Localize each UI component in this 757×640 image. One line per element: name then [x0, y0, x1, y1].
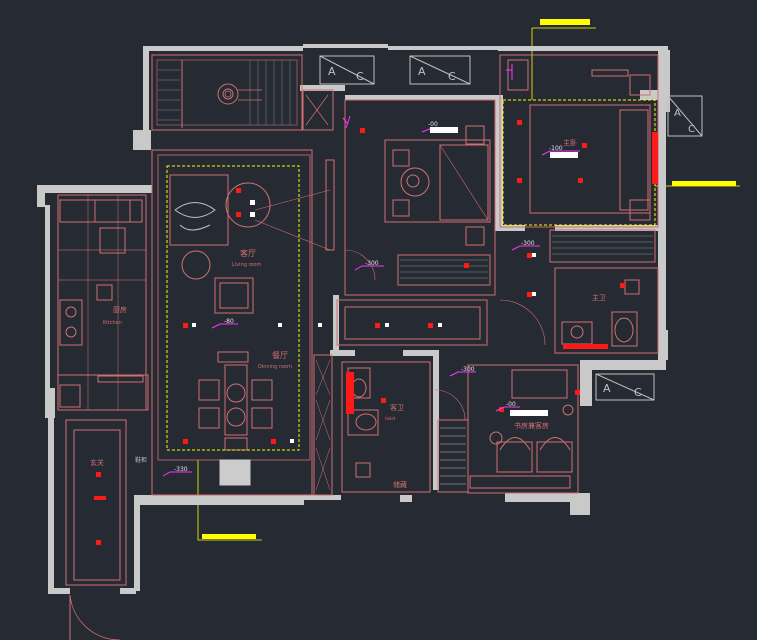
guest-bath-label-en: toilet: [385, 416, 396, 421]
level-tag-study-corridor: -300: [461, 366, 475, 373]
walls: [37, 44, 670, 594]
guest-bath-label-cn: 客卫: [390, 403, 404, 412]
svg-text:C: C: [448, 70, 456, 83]
shoe-cabinet-label: 鞋柜: [135, 456, 147, 464]
red-accents: [94, 132, 658, 500]
highlight-bar-bottom: [202, 534, 256, 539]
level-tag-living: -80: [224, 318, 234, 325]
highlight-bar-top: [540, 19, 590, 25]
dining-room-label-cn: 餐厅: [272, 351, 288, 360]
ac-unit-4: A C: [595, 373, 655, 401]
highlight-bar-right: [672, 181, 736, 186]
svg-text:A: A: [328, 65, 336, 78]
white-markers: [192, 200, 536, 443]
svg-text:A: A: [603, 382, 611, 395]
level-tag-bedroom: -00: [428, 121, 438, 128]
svg-text:C: C: [356, 70, 364, 83]
master-bedroom-label: 主卧: [563, 138, 577, 147]
living-room-label-en: Living room: [232, 262, 262, 268]
ceiling-outlines: [166, 99, 656, 451]
ac-unit-2: A C: [409, 55, 471, 85]
study-label: 书房兼客房: [514, 421, 549, 430]
svg-text:A: A: [674, 108, 681, 119]
level-tag-study: -00: [506, 401, 516, 408]
hatching: [400, 235, 653, 279]
level-tag-master: -100: [549, 145, 563, 152]
room-labels: 客厅 Living room 餐厅 Dinning room 厨房 Kitche…: [90, 138, 606, 489]
leader-highlights: [197, 19, 740, 541]
svg-text:C: C: [634, 386, 642, 399]
kitchen-label-en: Kitchen: [103, 320, 122, 326]
level-tag-corridor-right: -300: [521, 240, 535, 247]
rose-emblem: [224, 89, 262, 101]
living-room-label-cn: 客厅: [240, 248, 256, 258]
ac-unit-3: A C: [667, 95, 703, 137]
ac-unit-1: A C: [319, 55, 375, 85]
level-tag-corridor-left: -300: [365, 260, 379, 267]
master-bath-label: 主卫: [592, 293, 606, 302]
storage-label: 储藏: [393, 480, 407, 489]
svg-text:A: A: [418, 65, 426, 78]
interior-lines: [57, 54, 659, 640]
entrance-label: 玄关: [90, 458, 104, 467]
light-markers: [96, 120, 625, 545]
dining-room-label-en: Dinning room: [258, 364, 292, 370]
svg-text:C: C: [688, 124, 695, 135]
kitchen-label-cn: 厨房: [113, 305, 127, 314]
level-tags: -00 -100 -300 -300 -80 -300 -00 -330: [174, 121, 563, 473]
tag-bars: [430, 127, 578, 416]
level-tag-entrance: -330: [174, 466, 188, 473]
